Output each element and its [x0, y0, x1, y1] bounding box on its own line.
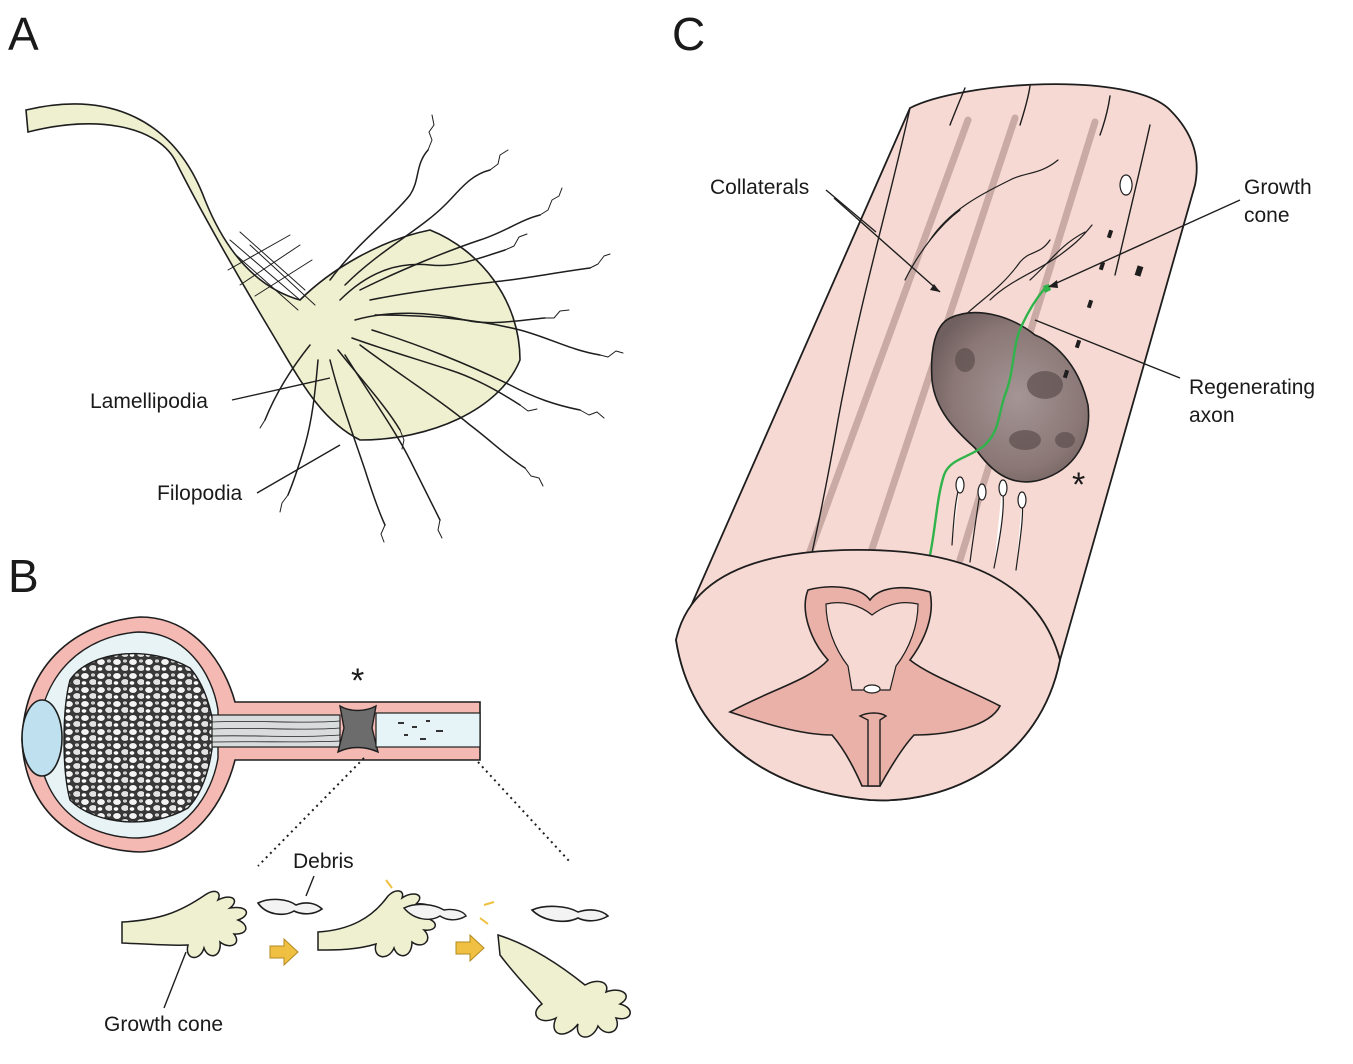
crush-site — [338, 706, 378, 752]
panel-b: B — [8, 550, 630, 1037]
eye-optic-nerve-illustration — [22, 617, 480, 852]
arrow-1 — [270, 939, 298, 965]
panel-b-letter: B — [8, 550, 39, 602]
label-lamellipodia: Lamellipodia — [90, 390, 208, 413]
retina-cells — [64, 654, 214, 822]
label-growth-cone-b: Growth cone — [104, 1013, 223, 1036]
injury-marker-c: * — [1072, 466, 1085, 504]
debris-piece — [258, 899, 322, 914]
label-growth-cone-c-line1: Growth — [1244, 176, 1312, 199]
injury-marker-b: * — [351, 662, 364, 700]
label-collaterals: Collaterals — [710, 176, 809, 199]
lens — [22, 700, 62, 776]
central-canal — [864, 685, 880, 693]
debris-piece-distal — [532, 906, 608, 921]
label-filopodia: Filopodia — [157, 482, 243, 505]
label-regenerating-axon-line2: axon — [1189, 404, 1235, 427]
panel-a-letter: A — [8, 8, 39, 60]
zoom-line-right — [478, 762, 570, 862]
growth-cone-leader — [164, 952, 186, 1008]
growth-cone-stage-3 — [498, 935, 630, 1037]
debris-leader — [306, 876, 314, 896]
growth-cone-neuron-illustration — [26, 104, 623, 542]
label-growth-cone-c-line2: cone — [1244, 204, 1290, 227]
optic-nerve-distal — [376, 713, 480, 747]
growth-cone-stage-1 — [122, 891, 246, 957]
filopodia-leader — [257, 445, 340, 493]
arrow-2 — [456, 935, 484, 961]
panel-c-letter: C — [672, 8, 705, 60]
label-regenerating-axon-line1: Regenerating — [1189, 376, 1315, 399]
label-debris: Debris — [293, 850, 354, 873]
growth-cone-stage-2 — [318, 891, 435, 957]
panel-c: C — [672, 8, 1315, 800]
panel-a: A — [8, 8, 623, 542]
